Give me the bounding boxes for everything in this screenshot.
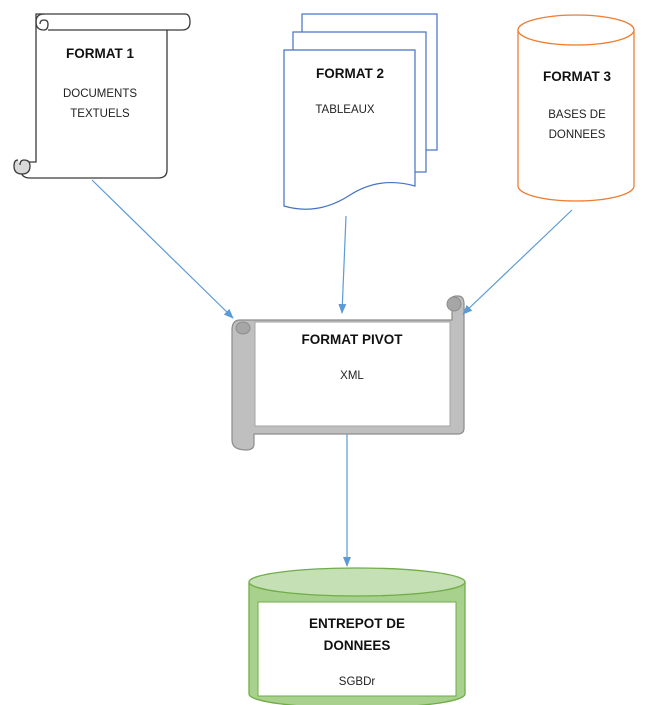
pivot-line1: XML xyxy=(340,370,364,382)
format3-line2: DONNEES xyxy=(548,129,606,141)
pivot-scroll-shape xyxy=(231,295,465,451)
warehouse-title-line1: ENTREPOT DE xyxy=(308,616,405,631)
format3-database-cylinder xyxy=(517,14,635,202)
format1-line2: TEXTUELS xyxy=(70,108,130,120)
format1-line1: DOCUMENTS xyxy=(62,88,138,100)
format1-scroll-shape xyxy=(13,13,191,179)
format3-line1: BASES DE xyxy=(548,109,606,121)
warehouse-database-cylinder xyxy=(248,567,466,705)
format3-title: FORMAT 3 xyxy=(543,69,611,84)
connector-arrows xyxy=(91,179,573,567)
arrow-format1-to-pivot xyxy=(91,179,234,319)
format2-line1: TABLEAUX xyxy=(315,104,375,116)
arrow-format3-to-pivot xyxy=(462,209,573,315)
pivot-title: FORMAT PIVOT xyxy=(301,332,403,347)
warehouse-title-line2: DONNEES xyxy=(323,638,391,653)
warehouse-line1: SGBDr xyxy=(338,676,376,688)
format1-title: FORMAT 1 xyxy=(66,46,134,61)
format2-title: FORMAT 2 xyxy=(316,66,384,81)
arrow-format2-to-pivot xyxy=(338,215,347,314)
format2-documents-shape xyxy=(283,13,438,210)
